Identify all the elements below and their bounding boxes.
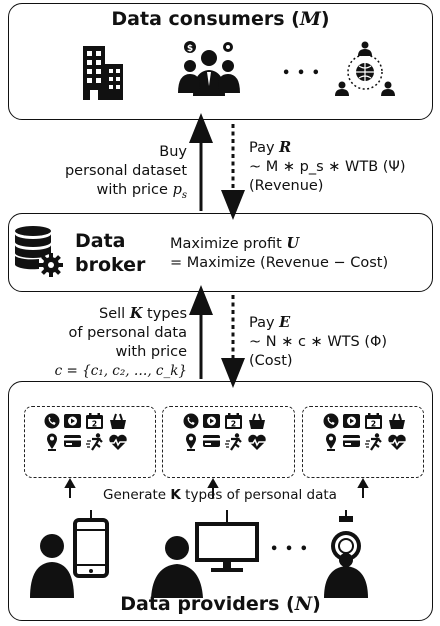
personal-data-group-2 [162, 406, 295, 478]
personal-data-group-1 [24, 406, 156, 478]
data-icons-group-3 [322, 411, 408, 453]
generate-data-label: Generate K types of personal data [103, 487, 337, 503]
global-network-people-icon [335, 41, 395, 96]
person-with-phone-icon [30, 510, 109, 598]
consumers-title: Data consumers (M) [111, 8, 330, 30]
broker-title: Data broker [75, 230, 146, 276]
data-icons-group-2 [182, 411, 268, 453]
generate-arrows [64, 477, 369, 498]
database-gear-icon [14, 226, 63, 277]
broker-objective: Maximize profit U = Maximize (Revenue − … [170, 235, 389, 271]
pay-revenue-label: Pay R ~ M ∗ p_s ∗ WTB (Ψ) (Revenue) [249, 139, 406, 194]
providers-ellipsis: • • • [270, 542, 309, 557]
providers-title: Data providers (N) [120, 593, 321, 615]
buy-dataset-label: Buy personal dataset with price ps [64, 144, 187, 201]
office-building-icon [83, 46, 123, 100]
svg-text:$: $ [187, 44, 193, 54]
person-with-computer-icon [151, 510, 259, 598]
sell-data-label: Sell K types of personal data with price… [54, 305, 187, 379]
consumers-ellipsis: • • • [282, 66, 321, 81]
data-consumers-box: Data consumers (M) [8, 3, 433, 120]
data-icons-group-1 [43, 411, 129, 453]
person-with-smartwatch-icon [324, 510, 368, 598]
data-broker-box: Data broker Maximize profit U = Maximize… [8, 213, 433, 292]
pay-cost-label: Pay E ~ N ∗ c ∗ WTS (Φ) (Cost) [249, 314, 388, 369]
business-people-icon: $ [178, 41, 240, 96]
personal-data-group-3 [302, 406, 424, 478]
